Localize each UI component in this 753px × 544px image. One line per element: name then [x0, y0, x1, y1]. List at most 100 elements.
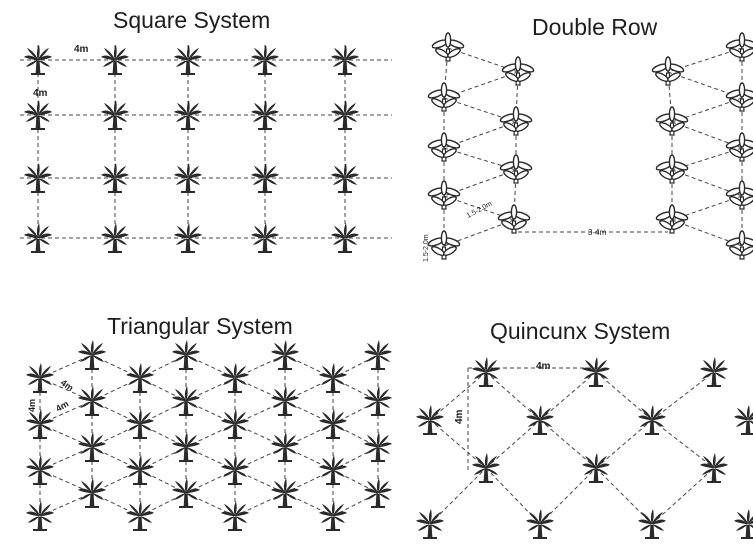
double-row-zigzag-line — [443, 219, 515, 247]
quincunx-system-grid-lines — [429, 367, 715, 525]
triangular-plant-icon — [220, 454, 250, 485]
quincunx-plant-icon — [525, 404, 555, 435]
quincunx-plant-icon — [699, 356, 729, 387]
quincunx-diagonal-line — [651, 371, 715, 421]
double-row-zigzag-line — [671, 121, 743, 149]
double-row-within-row-label: 1.5-2.0m — [466, 201, 494, 220]
quincunx-plant-icon — [733, 404, 753, 435]
triangular-plant-icon — [318, 454, 348, 485]
triangular-plant-icon — [270, 339, 300, 370]
double-row-row-gap-label: 1.5-2.0m — [423, 234, 430, 262]
double-row-zigzag-line — [443, 147, 517, 171]
double-row-plant-icon — [500, 56, 536, 86]
quincunx-diagonal-line — [595, 371, 653, 421]
quincunx-plant-icon — [699, 452, 729, 483]
triangular-plant-icon — [220, 500, 250, 531]
quincunx-plant-icon — [733, 508, 753, 539]
quincunx-diagonal-line — [651, 419, 715, 469]
triangular-system-title: Triangular System — [107, 313, 293, 339]
double-row-zigzag-line — [671, 219, 743, 247]
quincunx-plant-icon — [471, 356, 501, 387]
triangular-plant-icon — [125, 408, 155, 439]
triangular-plant-icon — [270, 477, 300, 508]
double-row-plant-icon — [426, 82, 462, 112]
triangular-plant-icon — [171, 477, 201, 508]
quincunx-plant-icon — [637, 404, 667, 435]
double-row-plant-icon — [654, 106, 690, 136]
double-row-plant-icon — [496, 204, 532, 234]
quincunx-diagonal-line — [429, 419, 487, 469]
triangular-plant-icon — [363, 431, 393, 462]
triangular-plant-icon — [363, 385, 393, 416]
quincunx-plant-icon — [637, 508, 667, 539]
quincunx-diagonal-line — [539, 467, 597, 525]
double-row-plant-icon — [724, 82, 753, 112]
quincunx-plant-icon — [581, 356, 611, 387]
square-system-grid-lines — [20, 45, 392, 255]
triangular-plant-icon — [77, 339, 107, 370]
triangular-plant-icon — [25, 362, 55, 393]
triangular-plant-icon — [125, 500, 155, 531]
triangular-plant-icon — [25, 408, 55, 439]
triangular-side-diag-label: 4m — [59, 377, 75, 393]
quincunx-plant-icon — [415, 404, 445, 435]
square-spacing-y-label: 4m — [33, 88, 48, 99]
quincunx-system-title: Quincunx System — [490, 318, 671, 344]
quincunx-diagonal-line — [485, 419, 541, 469]
double-row-title: Double Row — [532, 14, 658, 40]
triangular-plant-icon — [77, 385, 107, 416]
double-row-plant-icon — [650, 56, 686, 86]
triangular-plant-icon — [220, 362, 250, 393]
triangular-side-vertical-label: 4m — [27, 399, 37, 412]
double-row-plant-icon — [430, 32, 466, 62]
double-row-between-rows-label: 3-4m — [588, 228, 607, 237]
double-row-zigzag-line — [671, 97, 743, 123]
double-row-plant-icon — [498, 154, 534, 184]
triangular-plant-icon — [171, 431, 201, 462]
quincunx-spacing-y-label: 4m — [454, 409, 465, 424]
triangular-plant-icon — [318, 408, 348, 439]
triangular-plant-icon — [25, 500, 55, 531]
double-row-plant-icon — [426, 180, 462, 210]
triangular-plant-icon — [363, 477, 393, 508]
triangular-plant-icon — [171, 339, 201, 370]
triangular-plant-icon — [318, 500, 348, 531]
triangular-plant-icon — [318, 362, 348, 393]
triangular-plant-icon — [270, 385, 300, 416]
double-row-plant-icon — [654, 154, 690, 184]
double-row-grid-lines — [443, 47, 743, 247]
double-row-plant-icon — [724, 32, 753, 62]
triangular-plant-icon — [220, 408, 250, 439]
double-row-plant-icon — [654, 204, 690, 234]
double-row-plant-icon — [498, 106, 534, 136]
double-row-zigzag-line — [671, 169, 743, 197]
square-system-title: Square System — [113, 7, 271, 33]
quincunx-diagonal-line — [539, 419, 597, 469]
triangular-plant-icon — [77, 431, 107, 462]
triangular-plant-icon — [270, 431, 300, 462]
triangular-plant-icon — [25, 454, 55, 485]
triangular-plant-icon — [171, 385, 201, 416]
quincunx-spacing-x-label: 4m — [536, 361, 551, 372]
double-row-zigzag-line — [443, 195, 515, 221]
quincunx-diagonal-line — [429, 371, 487, 421]
quincunx-diagonal-line — [651, 467, 715, 525]
double-row-plant-icon — [426, 230, 462, 260]
quincunx-diagonal-line — [485, 371, 541, 421]
quincunx-diagonal-line — [595, 467, 653, 525]
quincunx-diagonal-line — [539, 371, 597, 421]
triangular-plant-icon — [125, 454, 155, 485]
double-row-zigzag-line — [671, 195, 743, 221]
double-row-plant-icon — [426, 132, 462, 162]
double-row-zigzag-line — [671, 147, 743, 171]
square-spacing-x-label: 4m — [74, 44, 89, 55]
quincunx-diagonal-line — [595, 419, 653, 469]
quincunx-plant-icon — [525, 508, 555, 539]
triangular-plant-icon — [77, 477, 107, 508]
double-row-zigzag-line — [447, 47, 519, 73]
plant-markers — [23, 32, 753, 539]
quincunx-plant-icon — [415, 508, 445, 539]
quincunx-diagonal-line — [429, 467, 487, 525]
